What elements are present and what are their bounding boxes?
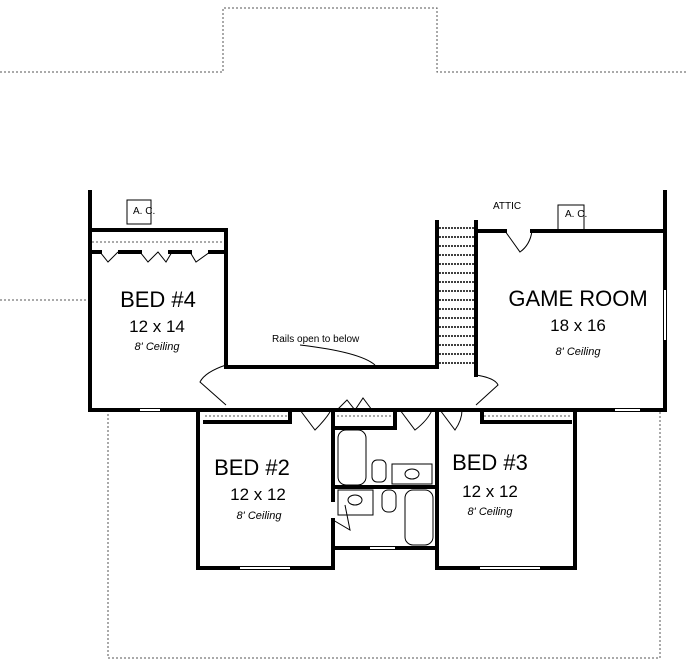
bed4-name: BED #4 bbox=[120, 287, 196, 312]
game-room-size: 18 x 16 bbox=[550, 316, 606, 335]
ac-unit-right bbox=[557, 204, 585, 231]
game-room-name: GAME ROOM bbox=[508, 286, 647, 311]
bed3-name: BED #3 bbox=[452, 450, 528, 475]
game-room-ceiling: 8' Ceiling bbox=[556, 346, 602, 358]
bed3-size: 12 x 12 bbox=[462, 482, 518, 501]
ac-label-left: A. C. bbox=[133, 206, 155, 217]
bed2-name: BED #2 bbox=[214, 455, 290, 480]
rails-label: Rails open to below bbox=[272, 334, 360, 345]
ac-unit-left bbox=[126, 199, 152, 225]
bed2-size: 12 x 12 bbox=[230, 485, 286, 504]
attic-label: ATTIC bbox=[493, 201, 521, 212]
bed4-ceiling: 8' Ceiling bbox=[135, 341, 181, 353]
bed4-size: 12 x 14 bbox=[129, 317, 185, 336]
roof-outline bbox=[0, 7, 688, 659]
walls bbox=[88, 190, 667, 570]
stair-rail bbox=[224, 344, 439, 369]
bed2-ceiling: 8' Ceiling bbox=[237, 510, 283, 522]
bed3-ceiling: 8' Ceiling bbox=[468, 506, 514, 518]
staircase bbox=[439, 227, 474, 364]
ac-label-right: A. C. bbox=[565, 209, 587, 220]
